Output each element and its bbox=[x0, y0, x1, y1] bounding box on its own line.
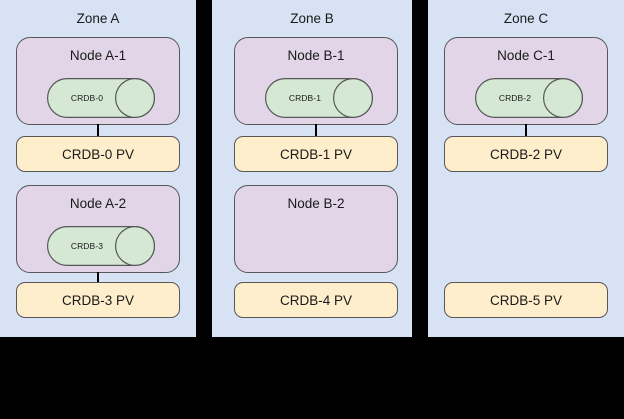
connector-node-a-2-to-crdb-3-pv bbox=[97, 272, 99, 283]
database-crdb-1-label: CRDB-1 bbox=[288, 93, 322, 103]
database-crdb-3[interactable]: CRDB-3 bbox=[47, 226, 155, 266]
node-b-1[interactable]: Node B-1 CRDB-1 bbox=[234, 37, 398, 125]
node-a-2-label: Node A-2 bbox=[69, 196, 127, 211]
volume-crdb-3-pv[interactable]: CRDB-3 PV bbox=[16, 282, 180, 318]
zone-c-title: Zone C bbox=[503, 11, 549, 26]
zone-a-title: Zone A bbox=[76, 11, 120, 26]
node-c-1[interactable]: Node C-1 CRDB-2 bbox=[444, 37, 608, 125]
connector-node-a-1-to-crdb-0-pv bbox=[97, 124, 99, 137]
volume-crdb-0-pv[interactable]: CRDB-0 PV bbox=[16, 136, 180, 172]
connector-node-b-1-to-crdb-1-pv bbox=[315, 124, 317, 137]
volume-crdb-2-pv[interactable]: CRDB-2 PV bbox=[444, 136, 608, 172]
volume-crdb-4-pv[interactable]: CRDB-4 PV bbox=[234, 282, 398, 318]
node-b-1-label: Node B-1 bbox=[287, 48, 345, 63]
volume-crdb-1-pv[interactable]: CRDB-1 PV bbox=[234, 136, 398, 172]
connector-node-c-1-to-crdb-2-pv bbox=[525, 124, 527, 137]
database-crdb-2[interactable]: CRDB-2 bbox=[475, 78, 583, 118]
node-c-1-label: Node C-1 bbox=[497, 48, 555, 63]
volume-crdb-5-pv[interactable]: CRDB-5 PV bbox=[444, 282, 608, 318]
zone-b-title: Zone B bbox=[290, 11, 334, 26]
node-b-2-label: Node B-2 bbox=[287, 196, 345, 211]
database-crdb-2-label: CRDB-2 bbox=[498, 93, 532, 103]
database-crdb-1[interactable]: CRDB-1 bbox=[265, 78, 373, 118]
node-a-1[interactable]: Node A-1 CRDB-0 bbox=[16, 37, 180, 125]
zone-b: Zone B Node B-1 CRDB-1 CRDB-1 PV Node B-… bbox=[212, 0, 412, 337]
database-crdb-0[interactable]: CRDB-0 bbox=[47, 78, 155, 118]
database-crdb-3-label: CRDB-3 bbox=[70, 241, 104, 251]
node-b-2[interactable]: Node B-2 bbox=[234, 185, 398, 273]
zone-a: Zone A Node A-1 CRDB-0 CRDB-0 PV Node A-… bbox=[0, 0, 196, 337]
zone-c: Zone C Node C-1 CRDB-2 CRDB-2 PV CRDB-5 … bbox=[428, 0, 624, 337]
node-a-1-label: Node A-1 bbox=[69, 48, 127, 63]
database-crdb-0-label: CRDB-0 bbox=[70, 93, 104, 103]
node-a-2[interactable]: Node A-2 CRDB-3 bbox=[16, 185, 180, 273]
